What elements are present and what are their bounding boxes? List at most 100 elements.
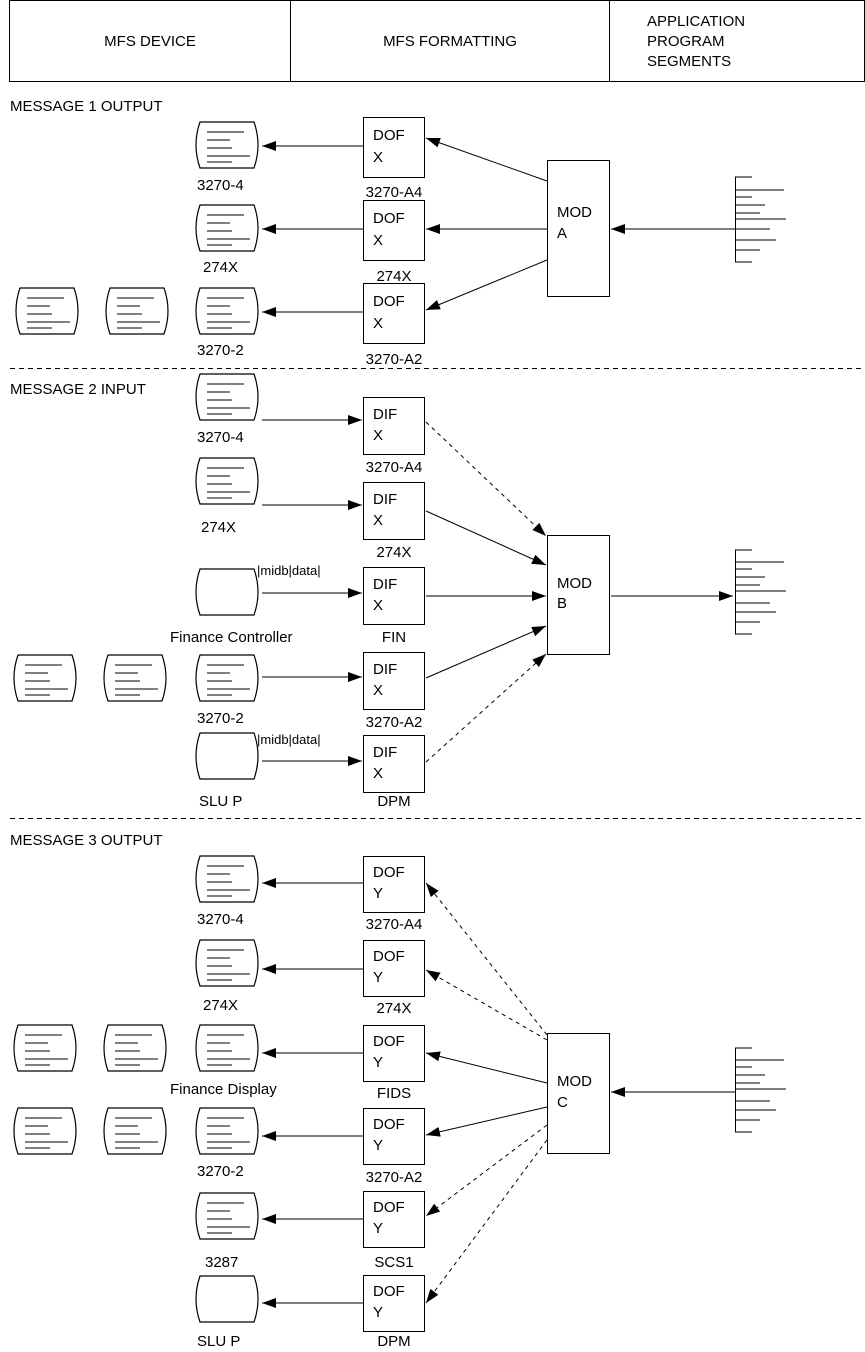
terminal-icon-3270-2 bbox=[195, 1107, 259, 1155]
format-label: DPM bbox=[377, 1333, 410, 1350]
format-label: 3270-A4 bbox=[366, 184, 423, 201]
terminal-icon-extra-2 bbox=[105, 287, 169, 335]
terminal-icon-slu-p bbox=[195, 732, 259, 780]
format-box-line1: DIF bbox=[373, 576, 397, 593]
terminal-icon-extra-1 bbox=[13, 1024, 77, 1072]
device-label: 3270-4 bbox=[197, 911, 244, 928]
header-table: MFS DEVICE MFS FORMATTING APPLICATION PR… bbox=[9, 0, 865, 82]
format-label: 274X bbox=[376, 544, 411, 561]
device-label: 3270-2 bbox=[197, 342, 244, 359]
format-box-line1: DOF bbox=[373, 1033, 405, 1050]
format-box-line1: DOF bbox=[373, 1283, 405, 1300]
format-box-line1: DIF bbox=[373, 491, 397, 508]
terminal-icon-extra-2 bbox=[103, 1024, 167, 1072]
format-box-line2: X bbox=[373, 765, 383, 782]
format-box-line2: X bbox=[373, 597, 383, 614]
device-label: SLU P bbox=[197, 1333, 240, 1350]
format-box-line2: X bbox=[373, 682, 383, 699]
section-title: MESSAGE 3 OUTPUT bbox=[10, 832, 163, 849]
terminal-icon-274x bbox=[195, 939, 259, 987]
device-label: 3270-4 bbox=[197, 429, 244, 446]
format-box-line1: DIF bbox=[373, 406, 397, 423]
section-message-2: MESSAGE 2 INPUT 3270-4 DIF X 3270-A4 274… bbox=[10, 373, 786, 810]
section-title: MESSAGE 1 OUTPUT bbox=[10, 98, 163, 115]
format-box-line1: DOF bbox=[373, 210, 405, 227]
section-message-3: MESSAGE 3 OUTPUT 3270-4 DOF Y 3270-A4 27… bbox=[10, 832, 786, 1350]
mod-box-line2: C bbox=[557, 1094, 568, 1111]
terminal-icon-3270-4 bbox=[195, 121, 259, 169]
format-label: 3270-A4 bbox=[366, 916, 423, 933]
format-label: 274X bbox=[376, 268, 411, 285]
mod-box-line1: MOD bbox=[557, 204, 592, 221]
terminal-icon-3270-4 bbox=[195, 855, 259, 903]
device-label: 3270-2 bbox=[197, 1163, 244, 1180]
mod-box-line1: MOD bbox=[557, 1073, 592, 1090]
format-box-line1: DIF bbox=[373, 661, 397, 678]
format-label: FIN bbox=[382, 629, 406, 646]
segments-icon bbox=[735, 176, 786, 263]
line-label: |midb|data| bbox=[257, 563, 321, 578]
mod-box-line2: B bbox=[557, 595, 567, 612]
format-box-line2: X bbox=[373, 149, 383, 166]
segments-icon bbox=[735, 549, 786, 635]
format-box-line1: DOF bbox=[373, 127, 405, 144]
header-app-line1: APPLICATION bbox=[647, 13, 745, 30]
format-label: SCS1 bbox=[374, 1254, 413, 1271]
terminal-icon-extra-1 bbox=[13, 654, 77, 702]
format-box-line1: DOF bbox=[373, 864, 405, 881]
format-box-line1: DOF bbox=[373, 1116, 405, 1133]
format-box-line2: Y bbox=[373, 1220, 383, 1237]
format-box-line1: DOF bbox=[373, 948, 405, 965]
format-label: 274X bbox=[376, 1000, 411, 1017]
segments-icon bbox=[735, 1047, 786, 1133]
mod-box-line2: A bbox=[557, 225, 567, 242]
terminal-icon-3270-2 bbox=[195, 654, 259, 702]
terminal-icon-extra-2 bbox=[103, 654, 167, 702]
terminal-icon-3270-2 bbox=[195, 287, 259, 335]
device-label: 274X bbox=[201, 519, 236, 536]
format-box-line2: X bbox=[373, 427, 383, 444]
format-label: DPM bbox=[377, 793, 410, 810]
terminal-icon-finance-display bbox=[195, 1024, 259, 1072]
format-box-line2: X bbox=[373, 512, 383, 529]
terminal-icon-slu-p bbox=[195, 1275, 259, 1323]
header-app-line3: SEGMENTS bbox=[647, 53, 731, 70]
header-app-line2: PROGRAM bbox=[647, 33, 725, 50]
device-label: Finance Controller bbox=[170, 629, 293, 646]
format-box-line2: Y bbox=[373, 969, 383, 986]
section-title: MESSAGE 2 INPUT bbox=[10, 381, 146, 398]
header-mfs-formatting: MFS FORMATTING bbox=[383, 33, 517, 50]
terminal-icon-3287 bbox=[195, 1192, 259, 1240]
device-label: 3287 bbox=[205, 1254, 238, 1271]
terminal-icon-extra-3 bbox=[13, 1107, 77, 1155]
format-box-line2: Y bbox=[373, 1054, 383, 1071]
terminal-icon-extra-1 bbox=[15, 287, 79, 335]
header-mfs-device: MFS DEVICE bbox=[104, 33, 196, 50]
format-label: 3270-A2 bbox=[366, 351, 423, 368]
format-box-line2: X bbox=[373, 232, 383, 249]
device-label: SLU P bbox=[199, 793, 242, 810]
format-label: FIDS bbox=[377, 1085, 411, 1102]
terminal-icon-extra-4 bbox=[103, 1107, 167, 1155]
format-label: 3270-A2 bbox=[366, 1169, 423, 1186]
device-label: 274X bbox=[203, 259, 238, 276]
format-label: 3270-A2 bbox=[366, 714, 423, 731]
format-box-line2: Y bbox=[373, 1304, 383, 1321]
format-box-line2: X bbox=[373, 315, 383, 332]
format-label: 3270-A4 bbox=[366, 459, 423, 476]
mod-box-line1: MOD bbox=[557, 575, 592, 592]
terminal-icon-274x bbox=[195, 457, 259, 505]
format-box-line1: DOF bbox=[373, 1199, 405, 1216]
format-box-line2: Y bbox=[373, 1137, 383, 1154]
format-box-line1: DOF bbox=[373, 293, 405, 310]
device-label: 3270-4 bbox=[197, 177, 244, 194]
terminal-icon-274x bbox=[195, 204, 259, 252]
line-label: |midb|data| bbox=[257, 732, 321, 747]
device-label: Finance Display bbox=[170, 1081, 277, 1098]
device-label: 3270-2 bbox=[197, 710, 244, 727]
device-label: 274X bbox=[203, 997, 238, 1014]
format-box-line1: DIF bbox=[373, 744, 397, 761]
section-message-1: MESSAGE 1 OUTPUT 3270-4 DOF X 3270-A4 27… bbox=[10, 98, 786, 368]
terminal-icon-3270-4 bbox=[195, 373, 259, 421]
